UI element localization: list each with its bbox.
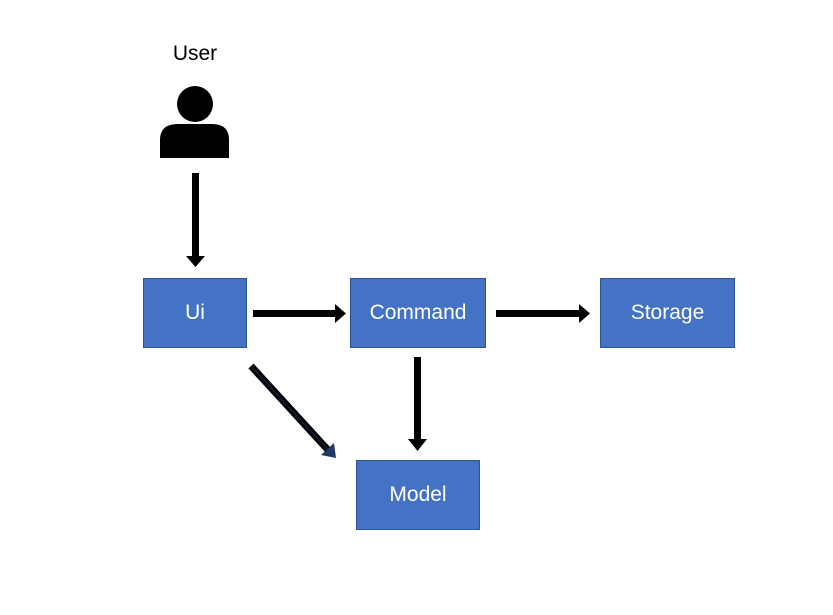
arrow-command-to-storage <box>496 304 590 323</box>
storage-node: Storage <box>600 278 735 348</box>
ui-node-label: Ui <box>185 301 205 324</box>
arrow-ui-to-command <box>253 304 346 323</box>
storage-node-label: Storage <box>630 301 705 324</box>
arrow-user-to-ui <box>186 173 205 267</box>
arrow-command-to-model <box>408 357 427 451</box>
ui-node: Ui <box>143 278 247 348</box>
model-node: Model <box>356 460 480 530</box>
command-node-label: Command <box>369 301 467 324</box>
arrow-ui-to-model <box>248 363 336 458</box>
user-label: User <box>172 42 218 65</box>
model-node-label: Model <box>389 483 447 506</box>
user-icon <box>160 86 229 158</box>
command-node: Command <box>350 278 486 348</box>
